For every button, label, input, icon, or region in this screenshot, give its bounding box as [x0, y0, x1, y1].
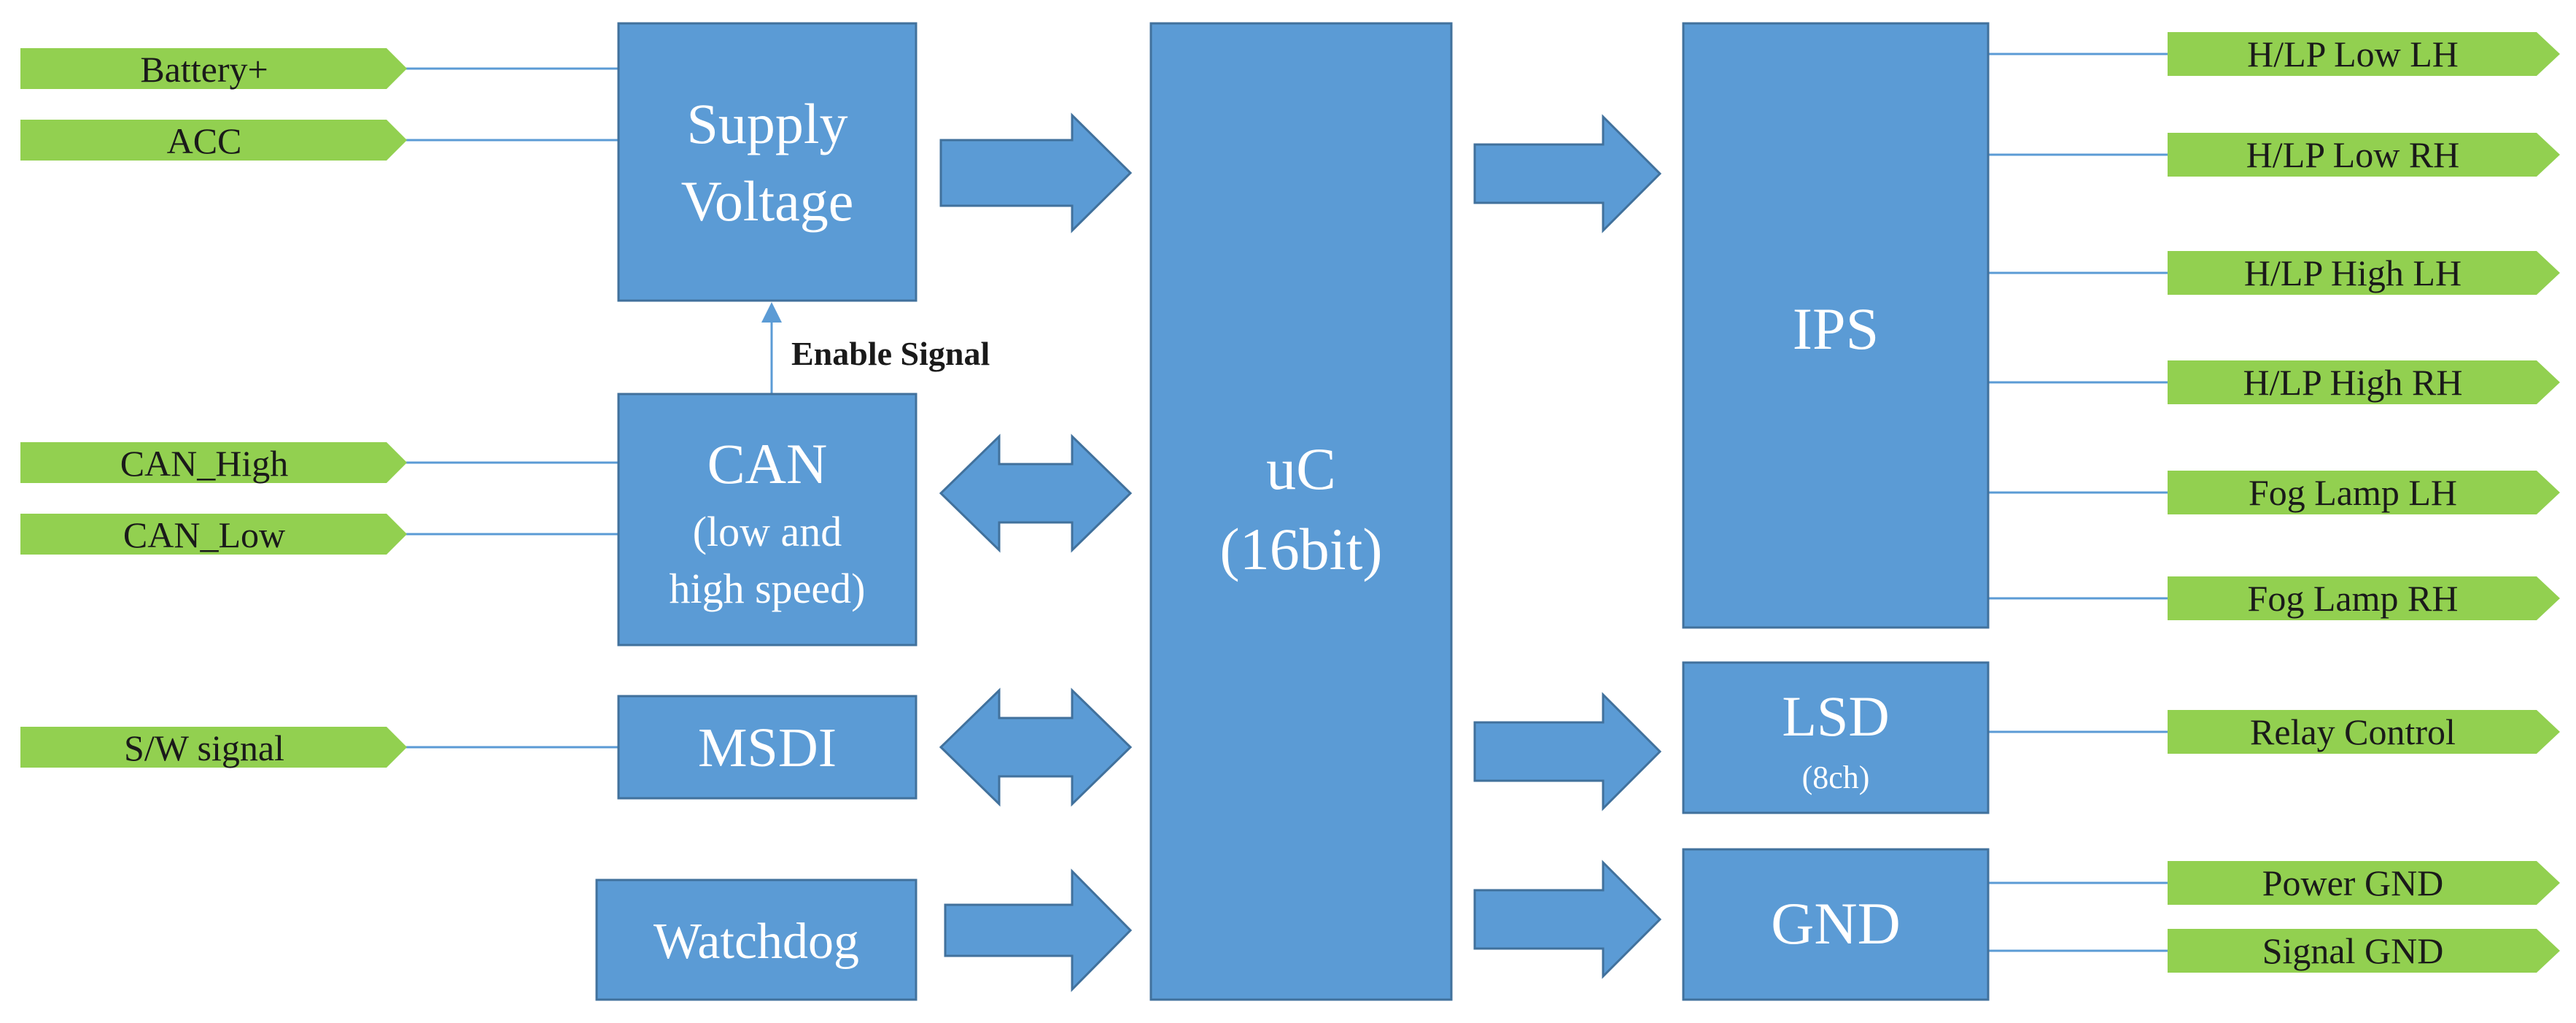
input-wires — [401, 67, 618, 749]
gnd-block: GND — [1682, 848, 1990, 1001]
tag-sw-signal: S/W signal — [20, 727, 407, 768]
uc-block: uC (16bit) — [1149, 22, 1453, 1001]
can-line2: (low and — [693, 508, 842, 555]
tag-hlp-high-rh-label: H/LP High RH — [2243, 362, 2463, 403]
uc-line2: (16bit) — [1219, 516, 1382, 582]
msdi-block: MSDI — [617, 695, 917, 800]
enable-signal-connector: Enable Signal — [761, 302, 990, 394]
tag-can-low: CAN_Low — [20, 514, 407, 555]
watchdog-label: Watchdog — [653, 914, 859, 970]
tag-fog-rh: Fog Lamp RH — [2168, 576, 2560, 620]
tag-fog-rh-label: Fog Lamp RH — [2248, 578, 2459, 619]
lsd-line1: LSD — [1782, 684, 1889, 748]
can-line3: high speed) — [670, 565, 866, 612]
ips-block: IPS — [1682, 22, 1990, 629]
lsd-block: LSD (8ch) — [1682, 661, 1990, 814]
tag-battery-label: Battery+ — [140, 49, 268, 90]
uc-line1: uC — [1266, 436, 1336, 502]
arrow-uc-to-gnd — [1473, 860, 1662, 979]
input-tags: Battery+ ACC CAN_High CAN_Low S/W signal — [20, 48, 407, 768]
arrow-uc-to-lsd — [1473, 692, 1662, 811]
arrow-watchdog-to-uc — [944, 868, 1133, 992]
tag-hlp-low-lh-label: H/LP Low LH — [2247, 34, 2459, 74]
supply-voltage-block: Supply Voltage — [617, 22, 917, 302]
tag-hlp-high-lh: H/LP High LH — [2168, 251, 2560, 295]
msdi-label: MSDI — [698, 717, 837, 779]
arrow-msdi-uc-bidirectional — [939, 687, 1133, 807]
tag-acc: ACC — [20, 120, 407, 161]
enable-signal-label: Enable Signal — [791, 335, 990, 372]
lsd-line2: (8ch) — [1802, 760, 1870, 795]
watchdog-block: Watchdog — [595, 879, 917, 1001]
tag-hlp-high-rh: H/LP High RH — [2168, 360, 2560, 404]
tag-power-gnd: Power GND — [2168, 861, 2560, 905]
tag-hlp-high-lh-label: H/LP High LH — [2244, 252, 2461, 293]
tag-signal-gnd: Signal GND — [2168, 929, 2560, 973]
tag-can-high: CAN_High — [20, 442, 407, 484]
output-wires — [1989, 53, 2170, 952]
arrow-supply-to-uc — [939, 112, 1133, 233]
block-arrows — [939, 112, 1662, 992]
tag-hlp-low-lh: H/LP Low LH — [2168, 32, 2560, 76]
tag-hlp-low-rh: H/LP Low RH — [2168, 133, 2560, 177]
gnd-label: GND — [1771, 890, 1901, 957]
can-block: CAN (low and high speed) — [617, 393, 917, 646]
arrow-can-uc-bidirectional — [939, 433, 1133, 553]
tag-signal-gnd-label: Signal GND — [2262, 930, 2444, 971]
ips-label: IPS — [1793, 296, 1879, 362]
tag-can-low-label: CAN_Low — [123, 514, 285, 555]
can-line1: CAN — [707, 432, 828, 495]
supply-voltage-line2: Voltage — [681, 169, 854, 233]
enable-signal-arrowhead — [761, 302, 782, 323]
tag-fog-lh-label: Fog Lamp LH — [2249, 472, 2457, 513]
tag-battery: Battery+ — [20, 48, 407, 90]
tag-acc-label: ACC — [167, 120, 242, 161]
tag-fog-lh: Fog Lamp LH — [2168, 471, 2560, 514]
tag-power-gnd-label: Power GND — [2262, 862, 2444, 903]
tag-relay-control: Relay Control — [2168, 710, 2560, 754]
output-tags: H/LP Low LH H/LP Low RH H/LP High LH H/L… — [2168, 32, 2560, 973]
tag-sw-signal-label: S/W signal — [124, 727, 284, 768]
tag-hlp-low-rh-label: H/LP Low RH — [2246, 134, 2460, 175]
arrow-uc-to-ips — [1473, 114, 1662, 233]
tag-relay-control-label: Relay Control — [2250, 711, 2456, 752]
supply-voltage-line1: Supply — [686, 92, 847, 155]
tag-can-high-label: CAN_High — [120, 443, 289, 484]
